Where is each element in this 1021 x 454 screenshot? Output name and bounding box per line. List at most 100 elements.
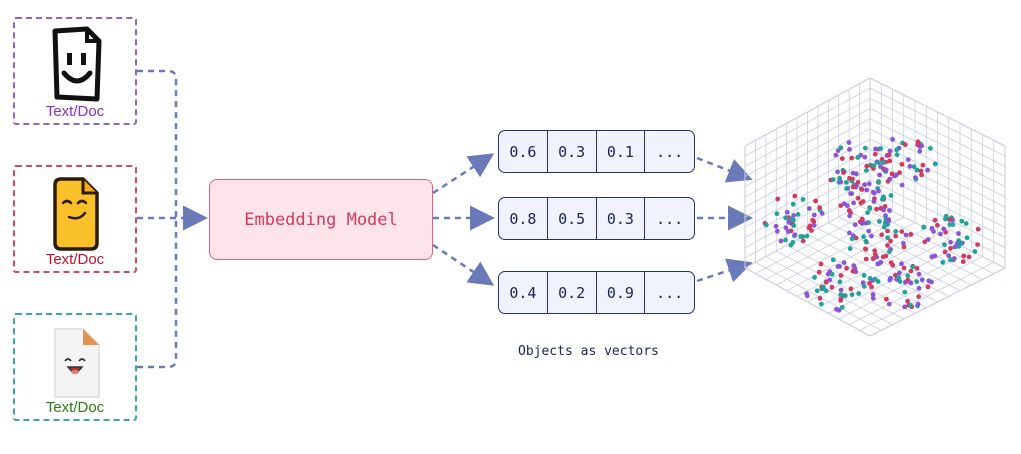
scatter-point [893,229,899,234]
scatter-point [838,179,844,185]
scatter-point [942,242,947,248]
scatter-point [914,279,920,285]
scatter-point [806,225,812,231]
scatter-point [846,140,852,145]
document-label: Text/Doc [45,399,105,416]
scatter-point [913,175,918,181]
scatter-point [914,167,920,173]
scatter-point [876,188,881,194]
scatter-point [800,238,806,244]
scatter-point [871,163,877,169]
scatter-point [774,211,780,217]
scatter-point [775,196,781,202]
scatter-point [841,260,847,266]
vector-cell: 0.1 [597,131,646,172]
vector-cell: ... [656,209,684,228]
scatter-point [852,222,858,228]
scatter-point [833,152,839,158]
scatter-point [880,254,886,260]
vector-cell: 0.3 [548,131,597,172]
scatter-point [795,212,801,217]
scatter-point [838,145,844,151]
scatter-point [842,293,848,299]
scatter-point [935,222,940,228]
scatter-point [863,246,869,252]
scatter-point [856,291,862,296]
scatter-point [850,170,856,176]
scatter-point [956,231,961,236]
scatter-point [918,168,924,174]
scatter-point [823,288,829,294]
scatter-point [882,220,888,226]
scatter-point [959,218,965,224]
scatter-point [861,273,867,278]
scatter-point [948,239,953,245]
scatter-point [867,205,873,211]
scatter-point [823,279,829,285]
scatter-point [863,220,869,226]
scatter-point [948,257,953,263]
scatter-point [925,284,931,290]
scatter-point [838,287,844,293]
scatter-point [893,172,899,178]
scatter-point [907,163,913,169]
scatter-point [870,292,876,297]
scatter-point [837,279,843,285]
scatter-point [806,206,812,211]
scatter-point [966,254,972,260]
scatter-point [844,203,850,209]
scatter-point [887,158,893,164]
arrow-vector-3-to-space [696,258,753,283]
scatter-point [908,302,913,308]
scatter-point [902,289,908,295]
scatter-point [817,295,823,301]
scatter-point [811,222,817,228]
scatter-point [885,243,890,248]
scatter-point [917,148,923,154]
scatter-point [855,179,861,185]
vector-space-cube [744,77,1006,337]
scatter-point [956,244,962,249]
scatter-point [929,279,934,285]
scatter-point [894,147,900,153]
scatter-point [763,222,769,228]
scatter-point [919,172,924,178]
scatter-point [879,232,885,238]
scatter-point [881,194,886,200]
scatter-point [841,170,846,176]
scatter-point [774,228,780,234]
white-document-icon [54,328,100,398]
scatter-point [925,237,931,242]
scatter-point [941,226,947,232]
scatter-point [821,284,826,290]
scatter-point [881,224,887,230]
scatter-point [855,195,861,201]
scatter-point [839,304,845,310]
scatter-point [886,217,892,222]
scatter-point [836,307,842,313]
scatter-point [800,197,806,202]
scatter-point [850,184,856,190]
scatter-point [964,235,970,241]
scatter-point [905,298,910,304]
scatter-point [863,256,869,262]
vectors-caption: Objects as vectors [518,344,659,359]
document-label: Text/Doc [45,251,105,268]
scatter-point [872,248,878,254]
scatter-point [869,284,874,290]
scatter-point [783,225,789,231]
scatter-point [905,157,911,163]
scatter-point [932,161,938,167]
vector-cell: 0.9 [597,272,646,313]
scatter-point [791,213,797,218]
scatter-point [925,167,930,173]
scatter-point [882,204,888,209]
scatter-point [921,224,927,230]
scatter-point [878,259,884,265]
scatter-point [873,146,878,152]
scatter-point [902,304,908,310]
scatter-point [899,182,905,188]
scatter-point [851,200,856,206]
scatter-point [888,193,894,198]
